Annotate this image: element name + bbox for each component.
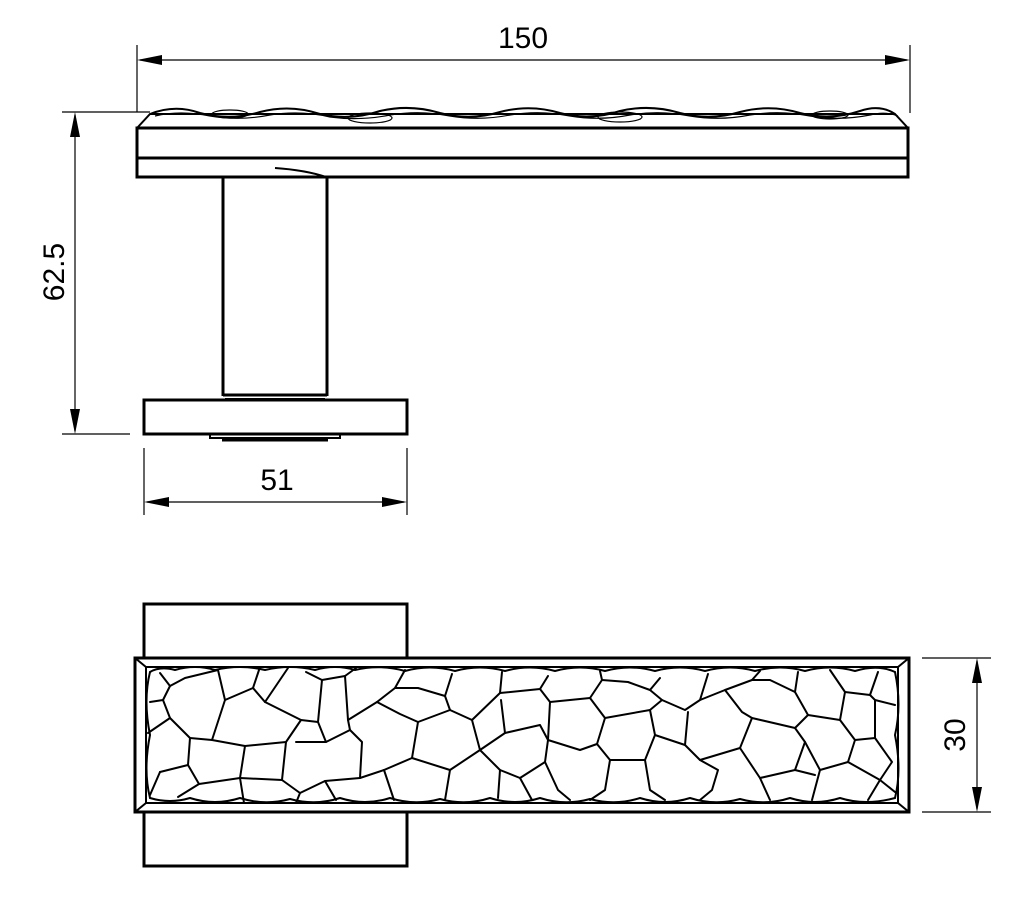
side-view: 150 62.5 xyxy=(38,22,911,515)
rose-side xyxy=(142,398,409,442)
dimension-30: 30 xyxy=(922,657,991,813)
lever-texture-edge xyxy=(149,107,899,124)
rose-plan xyxy=(142,602,409,868)
dimension-30-label: 30 xyxy=(939,718,972,751)
lever-side-body xyxy=(135,113,910,179)
dimension-62-5: 62.5 xyxy=(38,111,150,435)
dimension-51-label: 51 xyxy=(260,464,293,497)
lever-neck xyxy=(221,167,329,400)
plan-view: 30 xyxy=(133,602,991,868)
lever-cell-texture xyxy=(145,666,900,804)
dimension-62-5-label: 62.5 xyxy=(38,243,71,301)
lever-plan-frame xyxy=(133,656,911,814)
dimension-150-label: 150 xyxy=(498,22,548,55)
dimension-51: 51 xyxy=(143,448,408,515)
dimension-150: 150 xyxy=(136,22,911,113)
